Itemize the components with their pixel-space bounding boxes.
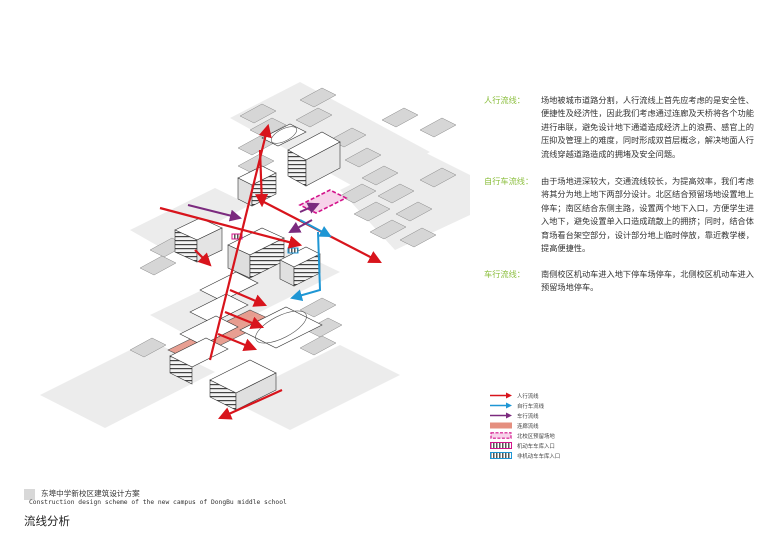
pedestrian-arrow-icon [490, 392, 512, 399]
legend-label: 非机动车车库入口 [517, 454, 561, 460]
pedestrian-flow-label: 人行流线： [484, 96, 525, 105]
legend-label: 北校区预留场地 [517, 434, 555, 440]
legend-item: 机动车车库入口 [490, 441, 610, 451]
reserve-site-box-icon [490, 432, 512, 439]
legend-item: 北校区预留场地 [490, 431, 610, 441]
vehicle-arrow-icon [490, 412, 512, 419]
bike-garage-entrance-icon [490, 452, 512, 459]
south-sports-field [239, 306, 323, 349]
project-title-cn: 东埠中学新校区建筑设计方案 [41, 489, 140, 498]
vehicle-flow-text: 南侧校区机动车进入地下停车场停车，北侧校区机动车进入预留场地停车。 [541, 270, 754, 293]
vehicle-garage-entrance [231, 233, 243, 240]
legend: 人行流线 自行车流线 车行流线 连廊流线 北校区预留场地 机动车车库入口 非机动… [490, 391, 610, 461]
legend-item: 非机动车车库入口 [490, 451, 610, 461]
legend-label: 自行车流线 [517, 404, 544, 410]
legend-item: 人行流线 [490, 391, 610, 401]
site-block-southeast [230, 345, 400, 430]
site-block-west [130, 188, 250, 250]
project-title-en: Construction design scheme of the new ca… [29, 499, 287, 506]
bicycle-flow-label: 自行车流线： [484, 177, 534, 186]
bike-garage-entrance [287, 247, 299, 254]
north-sports-field [261, 123, 307, 147]
vehicle-flow-label: 车行流线： [484, 270, 525, 279]
corridor-swatch-icon [490, 422, 512, 429]
site-block-north [230, 82, 430, 190]
legend-label: 连廊流线 [517, 424, 539, 430]
bicycle-arrow-icon [490, 402, 512, 409]
vehicle-flows [187, 202, 320, 233]
vehicle-garage-entrance-icon [490, 442, 512, 449]
pedestrian-flow-text: 场地被城市道路分割，人行流线上首先应考虑的是安全性、便捷性及经济性，因此我们考虑… [541, 96, 754, 159]
legend-item: 车行流线 [490, 411, 610, 421]
bicycle-flows [290, 219, 332, 302]
legend-label: 机动车车库入口 [517, 444, 555, 450]
bicycle-flow-text: 由于场地进深较大，交通流线较长，为提高效率，我们考虑将其分为地上地下两部分设计。… [541, 177, 754, 254]
legend-label: 人行流线 [517, 394, 539, 400]
flow-analysis-diagram [40, 82, 470, 430]
legend-item: 连廊流线 [490, 421, 610, 431]
legend-label: 车行流线 [517, 414, 539, 420]
legend-item: 自行车流线 [490, 401, 610, 411]
logo-box-icon [24, 489, 35, 500]
page-title: 流线分析 [24, 516, 70, 528]
